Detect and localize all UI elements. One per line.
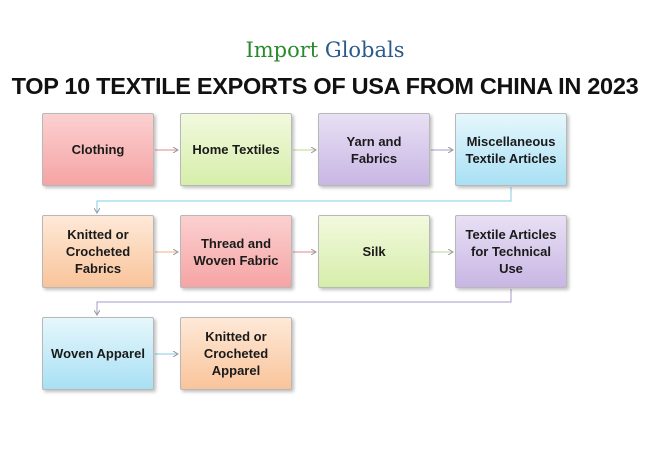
box-miscellaneous-textile-articles: Miscellaneous Textile Articles [455,113,567,186]
box-woven-apparel: Woven Apparel [42,317,154,390]
arrow-8-9 [97,289,512,315]
import-globals-logo: Import Globals [0,38,650,62]
logo-text-import: Import [245,38,325,62]
box-yarn-and-fabrics: Yarn and Fabrics [318,113,430,186]
box-knitted-crocheted-fabrics: Knitted or Crocheted Fabrics [42,215,154,288]
logo-text-globals: Globals [324,38,405,62]
box-textile-articles-technical-use: Textile Articles for Technical Use [455,215,567,288]
page-title: TOP 10 TEXTILE EXPORTS OF USA FROM CHINA… [11,73,639,99]
box-home-textiles: Home Textiles [180,113,292,186]
box-knitted-crocheted-apparel: Knitted or Crocheted Apparel [180,317,292,390]
box-thread-woven-fabric: Thread and Woven Fabric [180,215,292,288]
box-clothing: Clothing [42,113,154,186]
arrow-4-5 [97,187,512,213]
box-silk: Silk [318,215,430,288]
